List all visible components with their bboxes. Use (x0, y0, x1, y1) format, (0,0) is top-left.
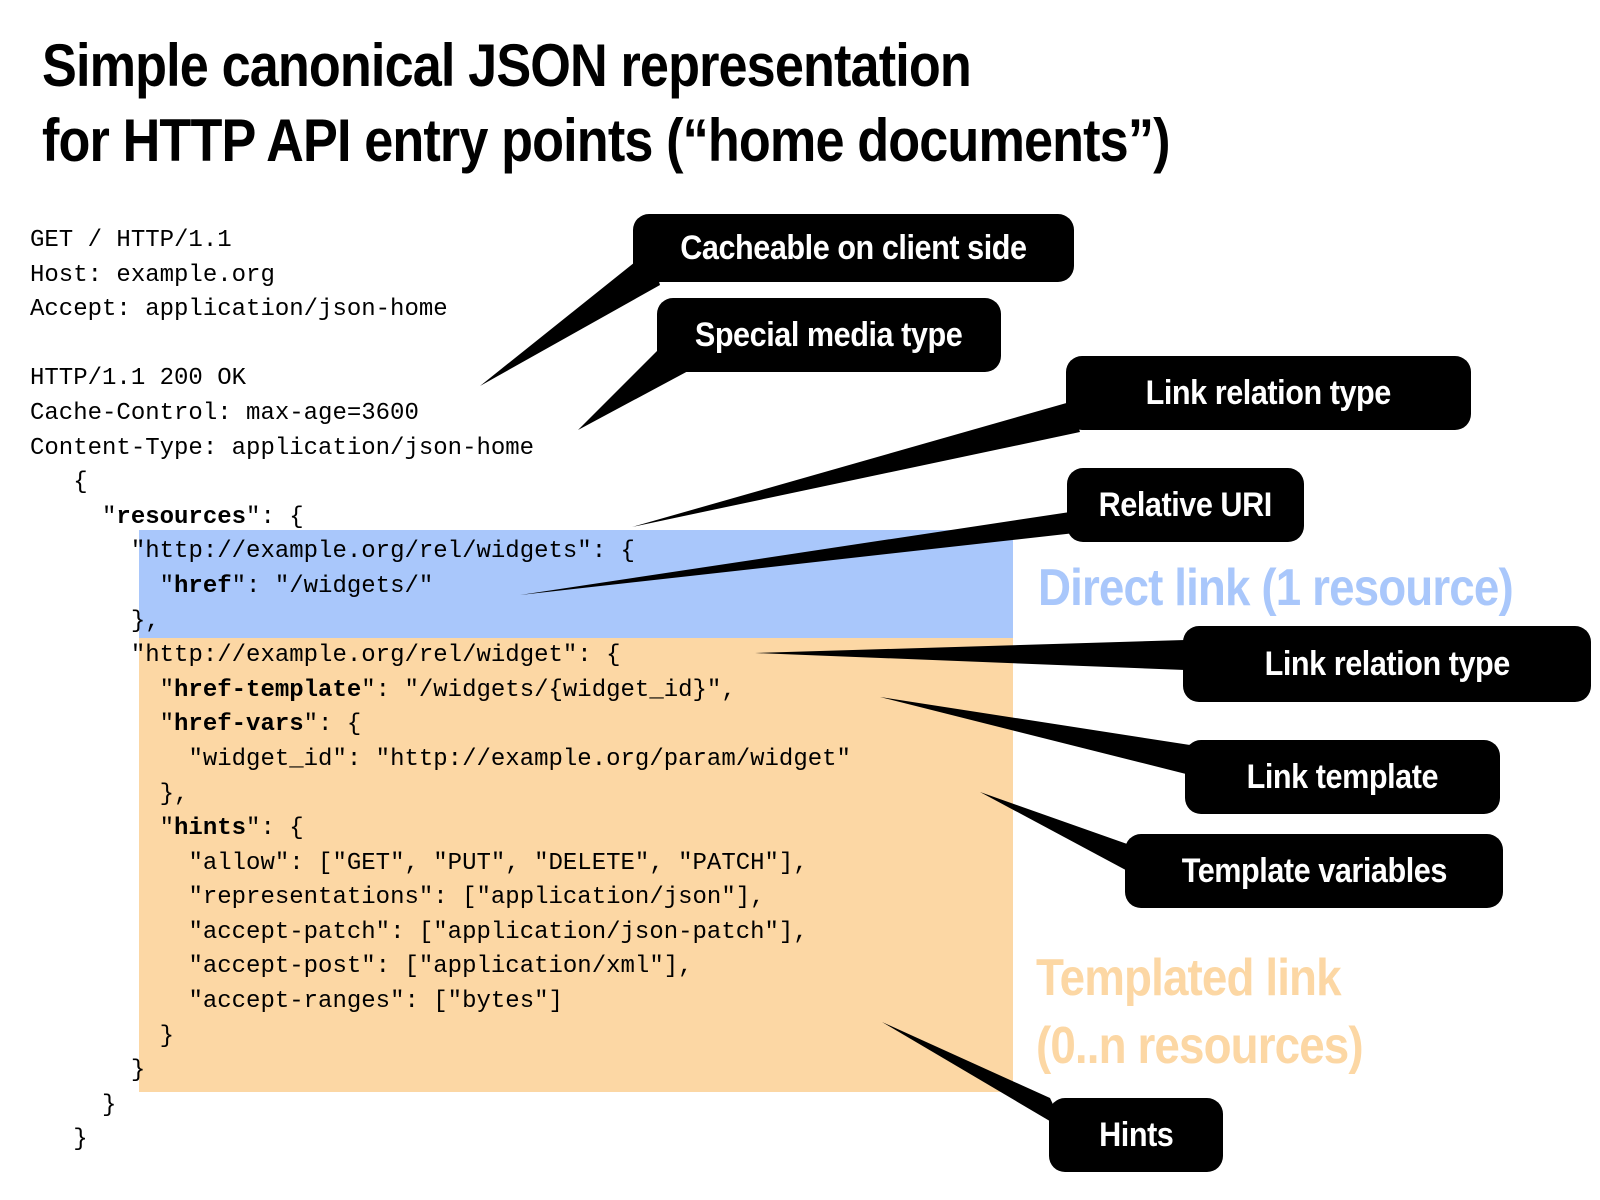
code-text: "allow": ["GET", "PUT", "DELETE", "PATCH… (188, 849, 808, 877)
code-key: resources (116, 503, 247, 531)
code-text: " (159, 676, 175, 704)
code-text: " (159, 815, 175, 843)
code-line: GET / HTTP/1.1 (30, 224, 851, 259)
pointer-cacheable (480, 250, 660, 386)
code-text: HTTP/1.1 200 OK (30, 365, 247, 393)
code-line: { (30, 466, 851, 501)
code-text: GET / HTTP/1.1 (30, 227, 232, 254)
templated-link-region (139, 638, 1013, 1092)
code-text: " (159, 711, 175, 739)
templated-link-label-line-1: Templated link (1036, 949, 1342, 1007)
code-line: Host: example.org (30, 259, 851, 294)
code-key: href-template (174, 676, 362, 704)
code-text: } (102, 1091, 117, 1119)
code-line: "hints": { (30, 812, 851, 847)
direct-link-label: Direct link (1 resource) (1038, 559, 1514, 617)
code-text: } (73, 1126, 88, 1154)
code-text: "accept-post": ["application/xml"], (188, 953, 693, 981)
code-text: "accept-ranges": ["bytes"] (188, 988, 563, 1016)
callout-relative-uri: Relative URI (1067, 468, 1304, 542)
pointer-relative-uri (520, 512, 1075, 595)
templated-link-label: Templated link (0..n resources) (1036, 944, 1364, 1080)
code-line: "resources": { (30, 501, 851, 536)
code-line: "accept-post": ["application/xml"], (30, 950, 851, 985)
code-text: } (159, 1022, 175, 1050)
callout-link-template: Link template (1185, 740, 1500, 814)
code-text: " (102, 503, 117, 531)
code-text: Accept: application/json-home (30, 296, 448, 324)
title-line-2: for HTTP API entry points (“home documen… (42, 107, 1170, 174)
code-text: "http://example.org/rel/widgets": { (130, 538, 635, 566)
templated-link-label-line-2: (0..n resources) (1036, 1017, 1364, 1075)
code-line: "allow": ["GET", "PUT", "DELETE", "PATCH… (30, 847, 851, 882)
code-text: ": { (246, 503, 304, 531)
code-text: Content-Type: application/json-home (30, 434, 535, 462)
code-line: "http://example.org/rel/widgets": { (30, 535, 851, 570)
code-text: ": { (246, 815, 304, 843)
code-line: "http://example.org/rel/widget": { (30, 639, 851, 674)
code-text: ": "/widgets/{widget_id}", (361, 676, 736, 704)
code-text: { (73, 469, 88, 497)
callout-link-relation-type-1: Link relation type (1066, 356, 1471, 430)
code-line: "href-template": "/widgets/{widget_id}", (30, 674, 851, 709)
callout-template-variables: Template variables (1125, 834, 1503, 908)
callout-media-type: Special media type (657, 298, 1001, 372)
code-text: ": "/widgets/" (231, 572, 434, 600)
code-text: Host: example.org (30, 261, 275, 289)
code-line: "accept-ranges": ["bytes"] (30, 985, 851, 1020)
code-line: Cache-Control: max-age=3600 (30, 397, 851, 432)
pointer-template-variables (980, 792, 1135, 875)
code-line: "representations": ["application/json"], (30, 881, 851, 916)
code-line: "href": "/widgets/" (30, 570, 851, 605)
code-key: hints (174, 815, 247, 843)
pointer-hints (882, 1022, 1065, 1130)
pointer-link-relation-2 (755, 640, 1185, 670)
code-text: "widget_id": "http://example.org/param/w… (188, 745, 851, 773)
code-text: }, (159, 780, 189, 808)
code-line: } (30, 1054, 851, 1089)
code-line: }, (30, 605, 851, 640)
code-line: "href-vars": { (30, 708, 851, 743)
code-text: } (130, 1057, 146, 1085)
code-text: Cache-Control: max-age=3600 (30, 399, 419, 427)
callout-link-relation-type-2: Link relation type (1183, 626, 1591, 702)
code-line: Content-Type: application/json-home (30, 432, 851, 467)
title-line-1: Simple canonical JSON representation (42, 32, 972, 99)
code-text: }, (130, 607, 160, 635)
page-title: Simple canonical JSON representation for… (42, 28, 1170, 178)
pointer-link-relation-1 (632, 402, 1080, 527)
code-key: href (174, 572, 232, 600)
pointer-link-template (880, 697, 1190, 775)
callout-hints: Hints (1049, 1098, 1223, 1172)
code-line: } (30, 1020, 851, 1055)
code-text: ": { (303, 711, 362, 739)
code-line: }, (30, 778, 851, 813)
callout-cacheable: Cacheable on client side (633, 214, 1074, 282)
code-line: } (30, 1123, 851, 1158)
code-line: HTTP/1.1 200 OK (30, 362, 851, 397)
code-key: href-vars (174, 711, 304, 739)
code-text: "representations": ["application/json"], (188, 884, 765, 912)
code-text: "http://example.org/rel/widget": { (130, 642, 621, 670)
code-line: "accept-patch": ["application/json-patch… (30, 916, 851, 951)
code-text: "accept-patch": ["application/json-patch… (188, 918, 808, 946)
code-line: Accept: application/json-home (30, 293, 851, 328)
code-line: "widget_id": "http://example.org/param/w… (30, 743, 851, 778)
code-text: " (159, 572, 175, 600)
code-line: } (30, 1089, 851, 1124)
